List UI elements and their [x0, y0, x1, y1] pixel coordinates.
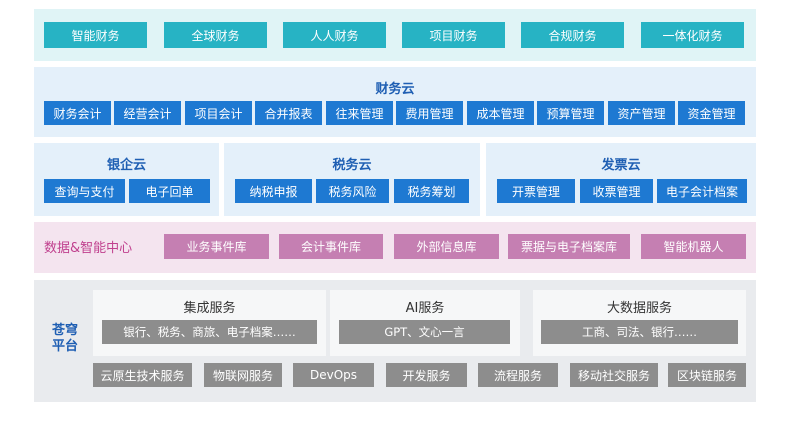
- cloud-native-service[interactable]: 云原生技术服务: [93, 363, 192, 387]
- ai-service-title: AI服务: [405, 301, 445, 316]
- module-management-accounting[interactable]: 经营会计: [114, 101, 181, 125]
- module-project-accounting[interactable]: 项目会计: [185, 101, 252, 125]
- integration-service-title: 集成服务: [183, 301, 236, 316]
- platform-panel: 苍穹 平台 集成服务 银行、税务、商旅、电子档案…… AI服务 GPT、文心一言…: [34, 280, 756, 402]
- bank-cloud-panel: 银企云 查询与支付 电子回单: [34, 143, 219, 216]
- capability-project-finance[interactable]: 项目财务: [402, 22, 505, 48]
- blockchain-service[interactable]: 区块链服务: [668, 363, 746, 387]
- bank-e-receipt[interactable]: 电子回单: [129, 179, 210, 203]
- data-external-info-library[interactable]: 外部信息库: [394, 234, 499, 259]
- workflow-service[interactable]: 流程服务: [478, 363, 558, 387]
- module-fund-management[interactable]: 资金管理: [678, 101, 745, 125]
- development-service[interactable]: 开发服务: [386, 363, 467, 387]
- iot-service[interactable]: 物联网服务: [204, 363, 282, 387]
- module-consolidated-statements[interactable]: 合并报表: [255, 101, 322, 125]
- module-asset-management[interactable]: 资产管理: [608, 101, 675, 125]
- invoice-e-archive[interactable]: 电子会计档案: [657, 179, 747, 203]
- capability-smart-finance[interactable]: 智能财务: [44, 22, 147, 48]
- integration-service-box: 集成服务 银行、税务、商旅、电子档案……: [93, 290, 326, 356]
- data-center-panel: 数据&智能中心 业务事件库 会计事件库 外部信息库 票据与电子档案库 智能机器人: [34, 222, 756, 273]
- capability-global-finance[interactable]: 全球财务: [164, 22, 267, 48]
- invoice-issuing[interactable]: 开票管理: [497, 179, 575, 203]
- big-data-service-detail[interactable]: 工商、司法、银行……: [541, 320, 738, 344]
- bank-cloud-title: 银企云: [106, 158, 146, 173]
- platform-label-line1: 苍穹: [51, 323, 78, 338]
- tax-filing[interactable]: 纳税申报: [235, 179, 312, 203]
- ai-service-box: AI服务 GPT、文心一言: [330, 290, 520, 356]
- mobile-social-service[interactable]: 移动社交服务: [570, 363, 658, 387]
- module-receivables-payables[interactable]: 往来管理: [326, 101, 393, 125]
- big-data-service-title: 大数据服务: [606, 301, 672, 316]
- data-accounting-event-library[interactable]: 会计事件库: [279, 234, 383, 259]
- big-data-service-box: 大数据服务 工商、司法、银行……: [533, 290, 746, 356]
- module-expense-management[interactable]: 费用管理: [396, 101, 463, 125]
- data-smart-robot[interactable]: 智能机器人: [641, 234, 746, 259]
- invoice-receiving[interactable]: 收票管理: [580, 179, 653, 203]
- capability-row: 智能财务 全球财务 人人财务 项目财务 合规财务 一体化财务: [34, 9, 756, 61]
- devops-service[interactable]: DevOps: [293, 363, 374, 387]
- finance-cloud-panel: 财务云 财务会计 经营会计 项目会计 合并报表 往来管理 费用管理 成本管理 预…: [34, 67, 756, 137]
- capability-compliance-finance[interactable]: 合规财务: [521, 22, 624, 48]
- integration-service-detail[interactable]: 银行、税务、商旅、电子档案……: [102, 320, 317, 344]
- module-financial-accounting[interactable]: 财务会计: [44, 101, 111, 125]
- tax-cloud-title: 税务云: [332, 158, 372, 173]
- data-center-label: 数据&智能中心: [44, 241, 133, 256]
- data-business-event-library[interactable]: 业务事件库: [164, 234, 269, 259]
- ai-service-detail[interactable]: GPT、文心一言: [339, 320, 510, 344]
- data-document-archive-library[interactable]: 票据与电子档案库: [508, 234, 630, 259]
- platform-label: 苍穹 平台: [50, 323, 80, 355]
- bank-query-payment[interactable]: 查询与支付: [44, 179, 125, 203]
- capability-integrated-finance[interactable]: 一体化财务: [641, 22, 744, 48]
- platform-label-line2: 平台: [51, 339, 78, 354]
- invoice-cloud-panel: 发票云 开票管理 收票管理 电子会计档案: [486, 143, 756, 216]
- finance-cloud-title: 财务云: [375, 82, 415, 97]
- invoice-cloud-title: 发票云: [601, 158, 641, 173]
- capability-everyone-finance[interactable]: 人人财务: [283, 22, 386, 48]
- tax-planning[interactable]: 税务筹划: [394, 179, 469, 203]
- module-budget-management[interactable]: 预算管理: [537, 101, 604, 125]
- cloud-row: 银企云 查询与支付 电子回单 税务云 纳税申报 税务风险 税务筹划 发票云 开票…: [34, 143, 756, 216]
- tax-risk[interactable]: 税务风险: [316, 179, 389, 203]
- tax-cloud-panel: 税务云 纳税申报 税务风险 税务筹划: [224, 143, 480, 216]
- module-cost-management[interactable]: 成本管理: [467, 101, 534, 125]
